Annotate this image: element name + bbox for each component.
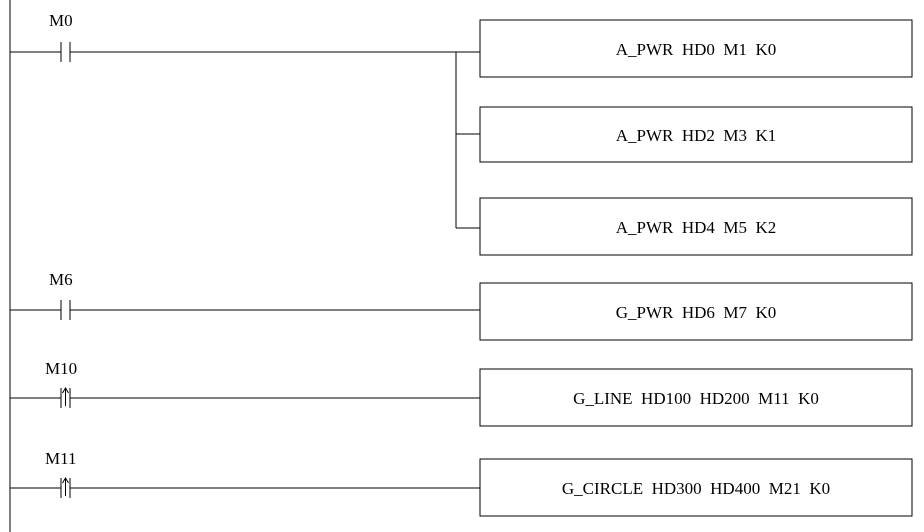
rung-4: M11 G_CIRCLE HD300 HD400 M21 K0 <box>10 449 913 517</box>
contact-label-m11: M11 <box>45 449 77 468</box>
svg-text:A_PWR HD0 M1 K0: A_PWR HD0 M1 K0 <box>616 40 777 59</box>
svg-text:G_CIRCLE HD300 HD400 M21 K: G_CIRCLE HD300 HD400 M21 K0 <box>562 479 830 498</box>
instruction-box-g-pwr[interactable]: G_PWR HD6 M7 K0 <box>479 282 913 341</box>
rung-1: M0 A_PWR HD0 M1 K0 A_PWR HD2 M3 K1 A_PWR… <box>10 11 913 256</box>
rung-3: M10 G_LINE HD100 HD200 M11 K0 <box>10 359 913 427</box>
normally-open-contact-m6-icon[interactable] <box>10 300 71 320</box>
instruction-box-a-pwr-hd4[interactable]: A_PWR HD4 M5 K2 <box>479 197 913 256</box>
svg-text:G_PWR HD6 M7 K0: G_PWR HD6 M7 K0 <box>616 303 777 322</box>
contact-label-m0: M0 <box>49 11 73 30</box>
normally-open-contact-m0-icon[interactable] <box>10 42 71 62</box>
rising-edge-contact-m10-icon[interactable] <box>10 387 71 408</box>
rung-2: M6 G_PWR HD6 M7 K0 <box>10 270 913 341</box>
instruction-box-a-pwr-hd0[interactable]: A_PWR HD0 M1 K0 <box>479 19 913 78</box>
rising-edge-contact-m11-icon[interactable] <box>10 477 71 498</box>
svg-text:A_PWR HD4 M5 K2: A_PWR HD4 M5 K2 <box>616 218 777 237</box>
contact-label-m6: M6 <box>49 270 73 289</box>
instruction-box-g-line[interactable]: G_LINE HD100 HD200 M11 K0 <box>479 368 913 427</box>
svg-text:A_PWR HD2 M3 K1: A_PWR HD2 M3 K1 <box>616 126 777 145</box>
svg-text:G_LINE HD100 HD200 M11 K0: G_LINE HD100 HD200 M11 K0 <box>573 389 819 408</box>
instruction-box-g-circle[interactable]: G_CIRCLE HD300 HD400 M21 K0 <box>479 458 913 517</box>
instruction-box-a-pwr-hd2[interactable]: A_PWR HD2 M3 K1 <box>479 106 913 163</box>
contact-label-m10: M10 <box>45 359 77 378</box>
